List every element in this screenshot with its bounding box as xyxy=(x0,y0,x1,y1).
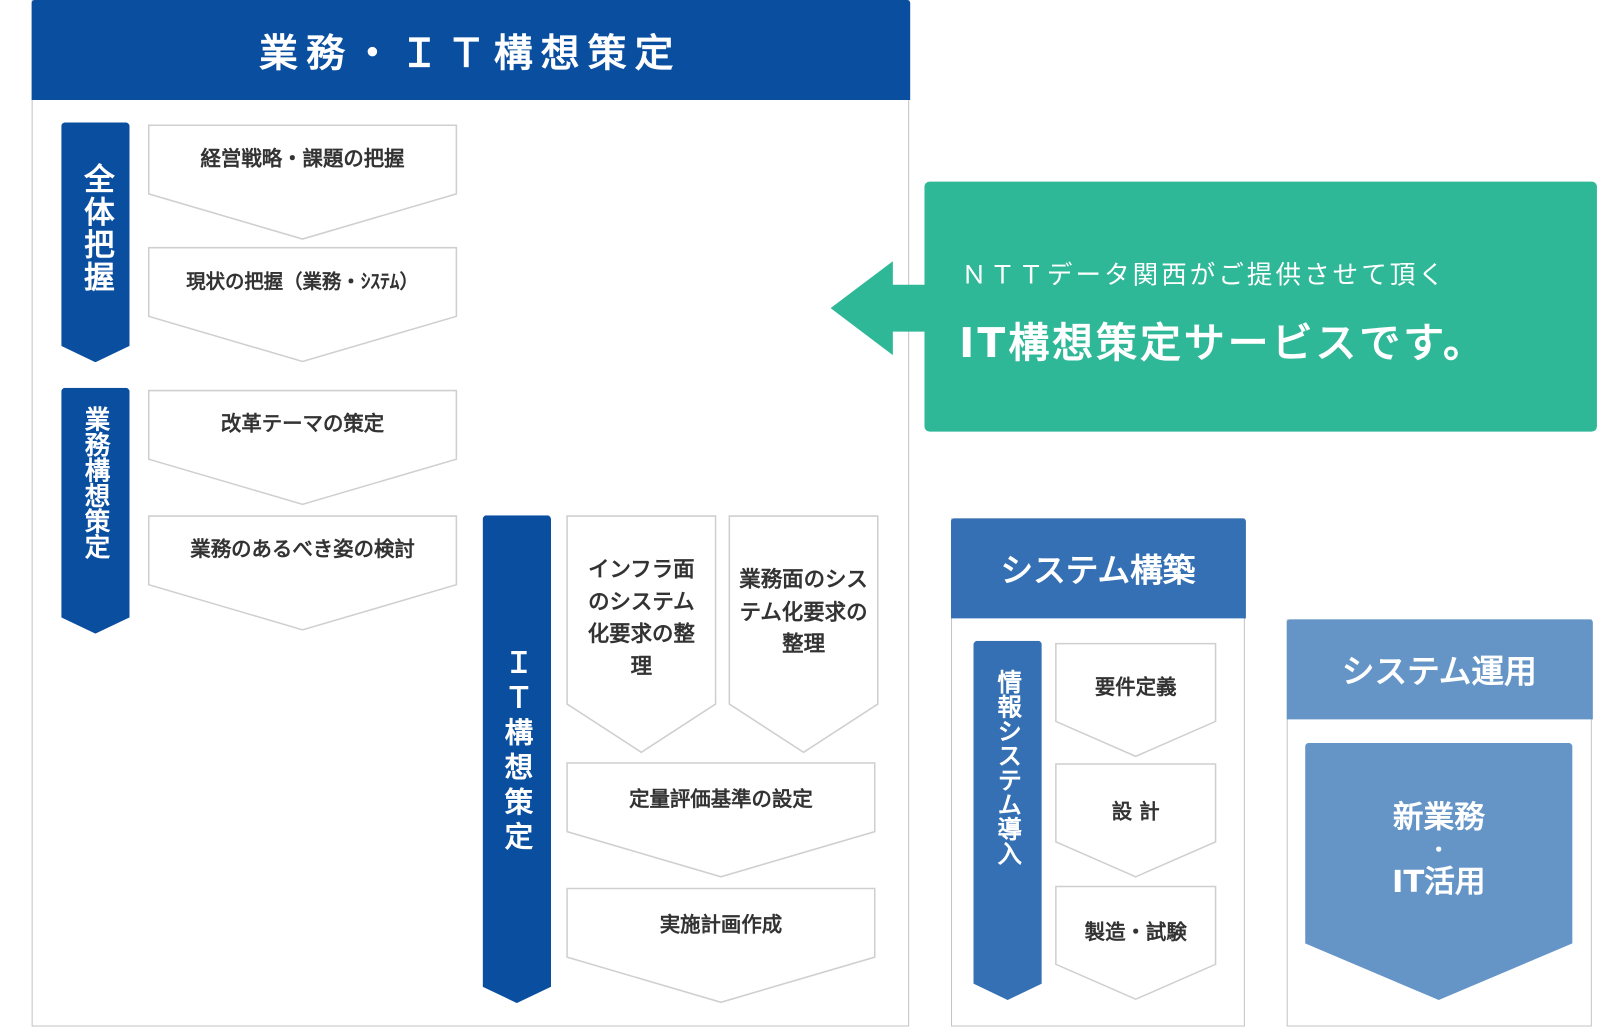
system-ops-title: システム運用 xyxy=(1286,618,1593,719)
phase-bar-business: 業務構想策定 xyxy=(61,388,129,634)
phase-bar-system-intro: 情報システム導入 xyxy=(973,641,1041,1000)
chevron-shape xyxy=(566,887,876,1004)
step-box: 業務のあるべき姿の検討 xyxy=(147,515,458,631)
step-label: 改革テーマの策定 xyxy=(220,411,385,436)
new-business-arrow: 新業務 ・ IT活用 xyxy=(1305,742,1573,1000)
chevron-shape xyxy=(147,389,458,506)
step-label: 設 計 xyxy=(1111,798,1160,824)
callout-box: ＮＴＴデータ関西がご提供させて頂く IT構想策定サービスです。 xyxy=(924,181,1597,432)
callout-line2: IT構想策定サービスです。 xyxy=(959,320,1487,368)
chevron-shape xyxy=(147,124,458,240)
step-label: 業務面のシステム化要求の整理 xyxy=(739,567,868,657)
step-box: 設 計 xyxy=(1055,763,1217,878)
system-build-title: システム構築 xyxy=(950,517,1246,618)
new-business-line2: IT活用 xyxy=(1392,863,1486,900)
step-box: 実施計画作成 xyxy=(566,887,876,1004)
phase-bar-it: ＩＴ構想策定 xyxy=(483,515,551,1003)
phase-label: 情報システム導入 xyxy=(992,669,1022,866)
callout-line1: ＮＴＴデータ関西がご提供させて頂く xyxy=(961,260,1447,290)
chevron-shape xyxy=(1055,642,1217,758)
step-box: 定量評価基準の設定 xyxy=(566,762,876,878)
step-label: 業務のあるべき姿の検討 xyxy=(190,536,415,562)
chevron-shape xyxy=(1055,885,1217,1001)
chevron-shape xyxy=(728,515,879,754)
step-label: 経営戦略・課題の把握 xyxy=(200,145,405,171)
phase-label: 業務構想策定 xyxy=(81,406,111,560)
step-box: 業務面のシステム化要求の整理 xyxy=(728,515,879,754)
step-box: 経営戦略・課題の把握 xyxy=(147,124,458,240)
phase-bar-overall: 全体把握 xyxy=(61,122,129,362)
step-label: 定量評価基準の設定 xyxy=(629,786,813,812)
separator-dot: ・ xyxy=(1428,837,1449,862)
step-label: インフラ面のシステム化要求の整理 xyxy=(587,557,695,679)
phase-label: 全体把握 xyxy=(78,163,114,294)
step-label: 製造・試験 xyxy=(1084,919,1187,944)
step-box: 現状の把握（業務・ｼｽﾃﾑ） xyxy=(147,246,458,363)
callout-arrow-icon xyxy=(830,261,929,356)
chevron-shape xyxy=(566,515,717,754)
step-box: 要件定義 xyxy=(1055,642,1217,758)
chevron-shape xyxy=(566,762,876,878)
new-business-line1: 新業務 xyxy=(1392,799,1485,836)
chevron-shape xyxy=(147,515,458,631)
main-panel-title: 業務・ＩＴ構想策定 xyxy=(31,0,910,100)
step-box: 改革テーマの策定 xyxy=(147,389,458,506)
step-box: インフラ面のシステム化要求の整理 xyxy=(566,515,717,754)
chevron-shape xyxy=(1055,763,1217,878)
step-box: 製造・試験 xyxy=(1055,885,1217,1001)
chevron-shape xyxy=(147,246,458,363)
step-label: 実施計画作成 xyxy=(659,912,783,937)
step-label: 現状の把握（業務・ｼｽﾃﾑ） xyxy=(186,270,419,293)
phase-label: ＩＴ構想策定 xyxy=(500,647,535,857)
step-label: 要件定義 xyxy=(1094,674,1177,699)
